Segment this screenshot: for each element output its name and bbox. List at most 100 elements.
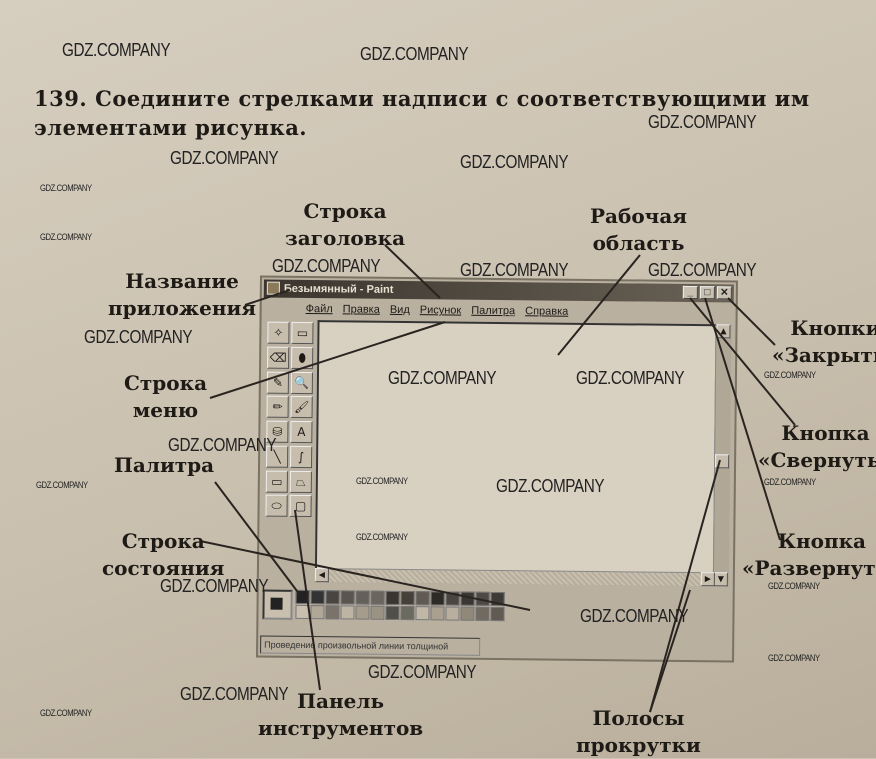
label-line: Строка — [124, 371, 208, 395]
palette-color-cell[interactable] — [340, 605, 355, 620]
horizontal-scrollbar[interactable]: ◀ ▶ — [314, 568, 715, 587]
watermark: GDZ.COMPANY — [580, 606, 689, 626]
free-select-tool[interactable]: ✧ — [267, 321, 290, 344]
watermark: GDZ.COMPANY — [62, 40, 171, 60]
label-line: «Свернуть» — [758, 448, 876, 472]
palette-color-cell[interactable] — [415, 591, 430, 606]
label-line: инструментов — [258, 716, 424, 740]
select-tool[interactable]: ▭ — [291, 321, 314, 345]
label-line: Полосы — [592, 706, 685, 730]
watermark: GDZ.COMPANY — [160, 576, 269, 596]
watermark: GDZ.COMPANY — [180, 684, 289, 704]
minimize-button[interactable]: _ — [682, 285, 698, 300]
watermark: GDZ.COMPANY — [356, 532, 408, 542]
label-minimize-button: Кнопка «Свернуть» — [758, 420, 876, 474]
label-palette: Палитра — [114, 452, 214, 479]
palette-color-cell[interactable] — [310, 590, 325, 605]
color-palette — [262, 589, 505, 633]
task-number: 139. — [34, 86, 88, 111]
watermark: GDZ.COMPANY — [170, 148, 279, 168]
palette-color-cell[interactable] — [400, 590, 415, 606]
palette-color-cell[interactable] — [385, 590, 400, 605]
pencil-tool[interactable]: ✏ — [266, 395, 289, 419]
fill-tool[interactable]: ⬮ — [291, 346, 314, 369]
label-line: Кнопка — [777, 529, 866, 553]
label-close-buttons: Кнопки«Закрыть» — [772, 315, 876, 369]
label-line: Строка — [303, 199, 387, 223]
palette-color-cell[interactable] — [310, 605, 325, 620]
palette-color-cell[interactable] — [475, 591, 490, 606]
palette-color-cell[interactable] — [370, 605, 385, 620]
palette-color-cell[interactable] — [400, 605, 415, 621]
watermark: GDZ.COMPANY — [460, 152, 569, 172]
brush-tool[interactable]: 🖌 — [290, 396, 313, 419]
label-line: меню — [132, 398, 199, 422]
label-line: Кнопки — [790, 316, 876, 340]
eraser-tool[interactable]: ⌫ — [267, 346, 290, 369]
title-bar[interactable]: Безымянный - Paint _ □ ✕ — [263, 279, 734, 303]
palette-color-cell[interactable] — [340, 590, 355, 605]
palette-color-cell[interactable] — [415, 606, 430, 621]
palette-color-cell[interactable] — [295, 589, 310, 605]
toolbox: ✧ ▭ ⌫ ⬮ ✎ 🔍 ✏ 🖌 ⛁ A ╲ ∫ ▭ ⏢ ⬭ ▢ — [263, 320, 315, 521]
label-menu-bar: Строка меню — [124, 370, 207, 424]
rounded-rect-tool[interactable]: ▢ — [289, 495, 312, 518]
watermark: GDZ.COMPANY — [368, 662, 477, 682]
palette-color-cell[interactable] — [355, 605, 370, 620]
watermark: GDZ.COMPANY — [40, 183, 92, 193]
menu-palette[interactable]: Палитра — [471, 304, 516, 318]
palette-color-cell[interactable] — [385, 605, 400, 620]
label-line: «Развернуть» — [742, 556, 876, 580]
rectangle-tool[interactable]: ▭ — [265, 470, 288, 493]
menu-edit[interactable]: Правка — [342, 303, 380, 316]
menu-file[interactable]: Файл — [305, 302, 333, 316]
menu-image[interactable]: Рисунок — [419, 304, 462, 317]
label-title-bar: Строка заголовка — [285, 198, 405, 252]
magnifier-tool[interactable]: 🔍 — [290, 371, 314, 394]
paint-app-icon — [266, 281, 280, 295]
menu-view[interactable]: Вид — [389, 303, 410, 317]
watermark: GDZ.COMPANY — [272, 256, 381, 276]
label-line: заголовка — [285, 226, 406, 250]
label-line: область — [592, 231, 685, 255]
polygon-tool[interactable]: ⏢ — [289, 470, 312, 493]
palette-color-cell[interactable] — [370, 590, 385, 605]
vertical-scrollbar[interactable]: ▲ ▼ — [712, 324, 732, 587]
watermark: GDZ.COMPANY — [360, 44, 469, 64]
label-line: Панель — [297, 689, 385, 713]
maximize-button[interactable]: □ — [699, 286, 715, 300]
palette-color-cell[interactable] — [490, 591, 505, 607]
scroll-left-arrow-icon[interactable]: ◀ — [314, 568, 329, 583]
watermark: GDZ.COMPANY — [40, 232, 92, 242]
palette-color-cell[interactable] — [430, 591, 445, 606]
watermark: GDZ.COMPANY — [168, 435, 277, 455]
watermark: GDZ.COMPANY — [84, 327, 193, 347]
menu-bar: Файл Правка Вид Рисунок Палитра Справка — [266, 300, 569, 321]
palette-color-cell[interactable] — [490, 606, 505, 622]
palette-color-cell[interactable] — [475, 606, 490, 621]
close-button[interactable]: ✕ — [716, 286, 732, 300]
scroll-down-arrow-icon[interactable]: ▼ — [713, 572, 728, 587]
menu-help[interactable]: Справка — [525, 305, 569, 318]
palette-color-cell[interactable] — [325, 605, 340, 620]
palette-color-cell[interactable] — [295, 604, 310, 620]
palette-color-cell[interactable] — [445, 591, 460, 606]
drawing-canvas[interactable] — [314, 320, 718, 587]
palette-color-cell[interactable] — [430, 606, 445, 621]
scroll-up-arrow-icon[interactable]: ▲ — [716, 324, 731, 339]
palette-color-cell[interactable] — [355, 590, 370, 605]
text-tool[interactable]: A — [290, 420, 313, 444]
watermark: GDZ.COMPANY — [648, 112, 757, 132]
palette-color-cell[interactable] — [445, 606, 460, 621]
ellipse-tool[interactable]: ⬭ — [265, 494, 288, 518]
label-line: Кнопка — [781, 421, 870, 445]
scroll-thumb[interactable] — [715, 454, 730, 469]
scroll-right-arrow-icon[interactable]: ▶ — [700, 572, 715, 587]
picker-tool[interactable]: ✎ — [266, 371, 290, 394]
palette-color-cell[interactable] — [460, 606, 475, 621]
palette-color-cell[interactable] — [325, 590, 340, 605]
curve-tool[interactable]: ∫ — [290, 445, 313, 468]
palette-color-cell[interactable] — [460, 591, 475, 606]
